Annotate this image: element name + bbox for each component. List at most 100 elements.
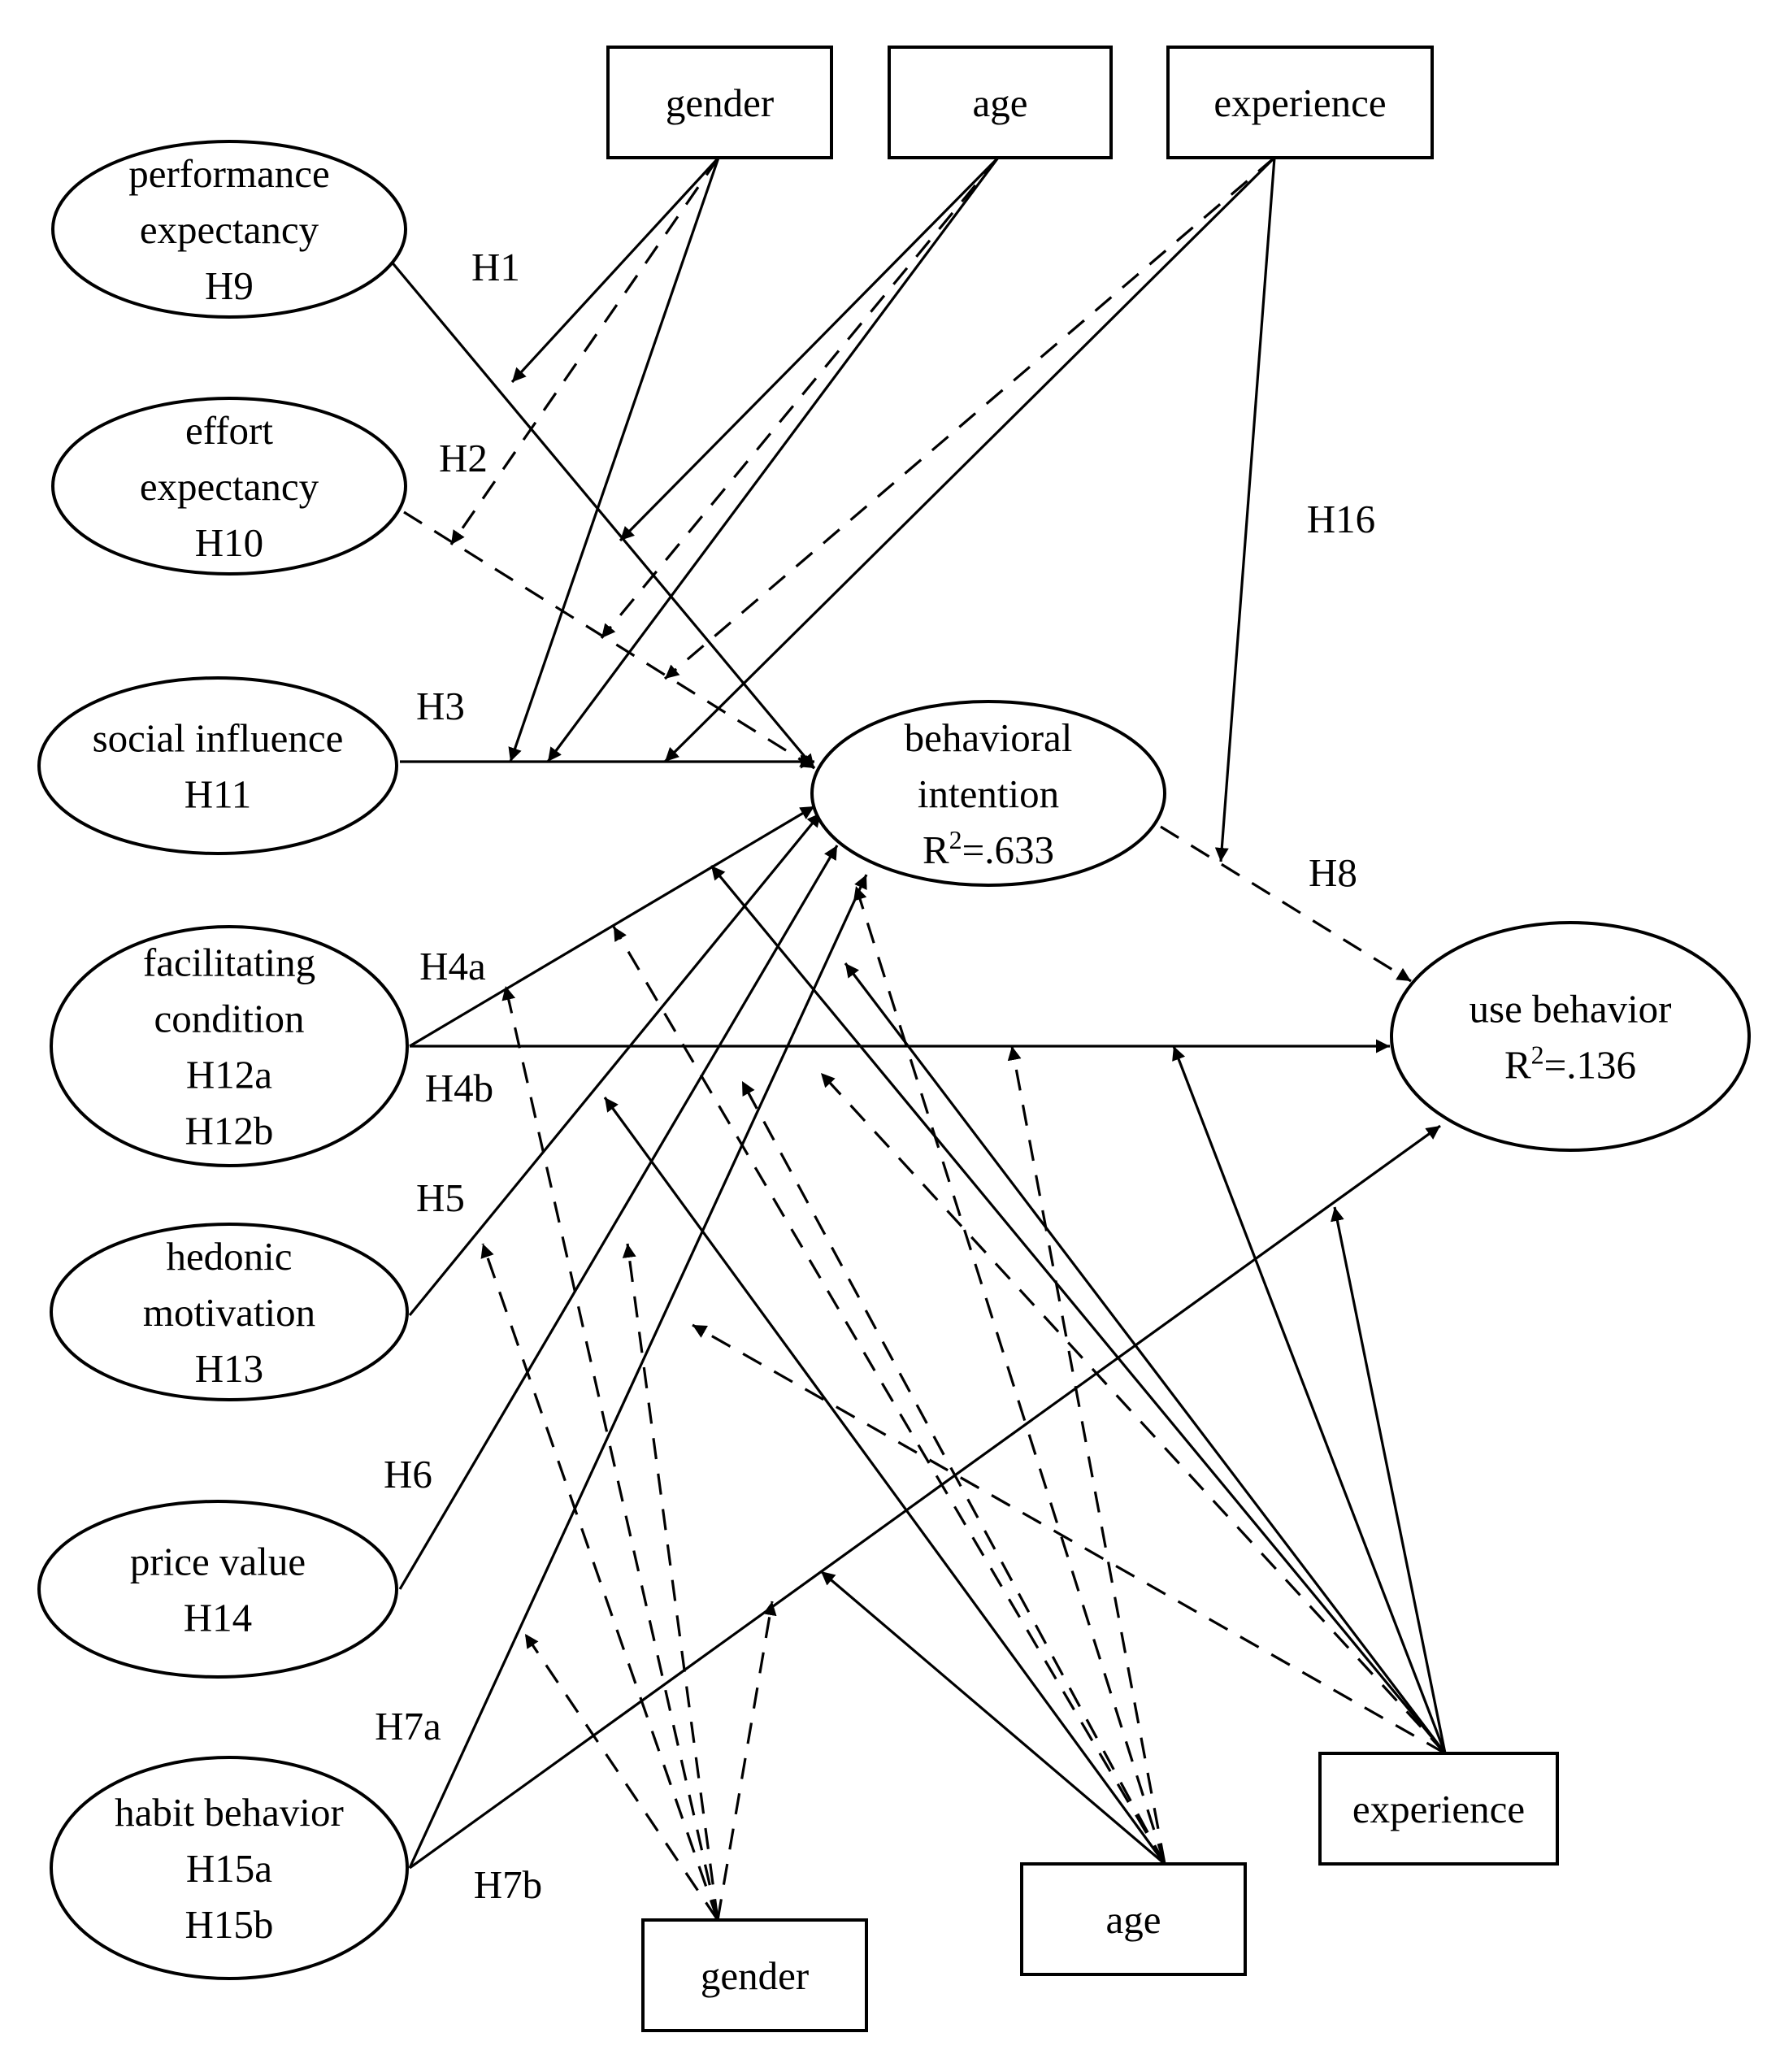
node-hm-label-line: H13 [195,1346,263,1391]
edge-label-h5: H5 [416,1175,465,1220]
node-si-shape [37,676,398,855]
node-bi-r-squared: R2=.633 [923,825,1054,872]
node-age-top-shape [888,46,1113,159]
edge-hm-to-bi [408,811,823,1317]
edge-gender-top-to-si-bi [508,157,720,762]
edge-label-h16: H16 [1307,497,1375,541]
node-exp-bottom: experience [1318,1752,1559,1866]
node-ub-shape [1390,921,1751,1152]
node-pe-label-line: performance [128,151,330,196]
edge-age-top-to-si-bi [546,157,1000,762]
edge-exp-bottom-to-bi [710,864,1447,1755]
node-exp-bottom-label-line: experience [1352,1787,1525,1831]
node-fc-shape [50,925,409,1167]
edge-label-h4b: H4b [425,1066,493,1110]
edge-label-h6: H6 [384,1452,432,1496]
node-age-top: age [888,46,1113,159]
node-bi-label-line: behavioral [905,715,1073,760]
node-age-bottom: age [1020,1862,1247,1976]
node-ee-label-line: effort [185,408,273,453]
node-exp-bottom-shape [1318,1752,1559,1866]
node-fc-label-line: H12b [185,1109,274,1153]
edge-gender-top-to-pe-bi [510,156,720,384]
node-ee-label-line: expectancy [140,464,319,509]
node-age-bottom-shape [1020,1862,1247,1976]
edge-age-bottom-to-fc-ub [1007,1045,1166,1865]
node-pe-label-line: expectancy [140,207,319,252]
node-hb-label-line: H15a [186,1846,272,1891]
edge-label-h7a: H7a [375,1704,441,1748]
edge-pv-to-bi [398,845,839,1590]
node-age-bottom-label-line: age [1106,1897,1161,1942]
node-bi-shape [810,700,1166,887]
node-hb-label-line: habit behavior [115,1790,344,1835]
edge-gender-top-to-ee-bi [449,157,720,545]
edge-hb-to-ub [409,1124,1441,1870]
node-si-label-line: social influence [93,716,344,761]
edge-exp-top-to-si-bi [663,156,1276,763]
node-exp-top-label-line: experience [1213,80,1386,125]
node-si-label-line: H11 [185,772,252,817]
node-pv-shape [37,1500,398,1679]
edge-gender-bottom-to-hb-bi [523,1633,719,1921]
node-pv-label-line: price value [130,1540,306,1584]
edge-label-h3: H3 [416,684,465,728]
edge-hb-to-bi [408,874,868,1869]
node-pe-shape [51,140,407,319]
node-pe-label-line: H9 [205,263,254,308]
node-fc-label-line: condition [154,997,304,1041]
edge-exp-bottom-to-hb-bi [844,962,1447,1754]
edge-exp-top-to-bi-ub [1214,157,1276,862]
node-hm-shape [50,1223,409,1401]
node-gender-top: gender [606,46,833,159]
node-fc-label-line: facilitating [143,940,315,985]
node-hm-label-line: hedonic [166,1234,292,1279]
edges-layer [389,156,1447,1921]
edge-exp-top-to-ee-bi [663,156,1276,680]
edge-gender-bottom-to-hb-ub [716,1601,777,1921]
edge-label-h4a: H4a [419,944,486,988]
edge-gender-bottom-to-hm-bi [480,1243,719,1921]
edge-age-bottom-to-hm-bi [603,1097,1166,1865]
nodes-layer: performanceexpectancyH9effortexpectancyH… [37,46,1751,2032]
edge-age-top-to-pe-bi [619,156,1000,542]
edge-age-bottom-to-hb-ub [819,1570,1166,1866]
node-pv-label-line: H14 [184,1596,252,1640]
node-hm-label-line: motivation [143,1290,315,1335]
node-ee-label-line: H10 [195,520,263,565]
edge-fc-to-bi [409,805,815,1048]
node-exp-top: experience [1166,46,1434,159]
node-ee-shape [51,397,407,576]
edge-ee-to-bi [403,510,815,770]
node-fc-label-line: H12a [186,1053,272,1097]
edge-gender-bottom-to-pv-bi [622,1243,719,1921]
node-ub-r-squared: R2=.136 [1504,1040,1636,1088]
edge-exp-bottom-to-fc-ub [1172,1045,1447,1754]
node-gender-bottom-label-line: gender [701,1953,809,1998]
edge-age-bottom-to-pv-bi [740,1080,1166,1865]
node-gender-bottom: gender [641,1918,868,2032]
edge-exp-bottom-to-hm-bi [819,1071,1447,1755]
node-bi-label-line: intention [918,771,1059,816]
node-gender-top-shape [606,46,833,159]
node-gender-top-label-line: gender [666,80,774,125]
edge-gender-bottom-to-fc-bi [501,985,719,1921]
edge-labels: H1 H2 H3 H4a H4b H5 H6 H7a H7b H8 H16 [375,245,1375,1907]
node-gender-bottom-shape [641,1918,868,2032]
edge-label-h1: H1 [471,245,520,289]
edge-label-h2: H2 [439,436,488,480]
node-exp-top-shape [1166,46,1434,159]
edge-label-h8: H8 [1309,850,1357,895]
node-hb-shape [50,1756,409,1980]
node-ub-label-line: use behavior [1470,987,1672,1032]
edge-bi-to-ub [1160,825,1412,983]
